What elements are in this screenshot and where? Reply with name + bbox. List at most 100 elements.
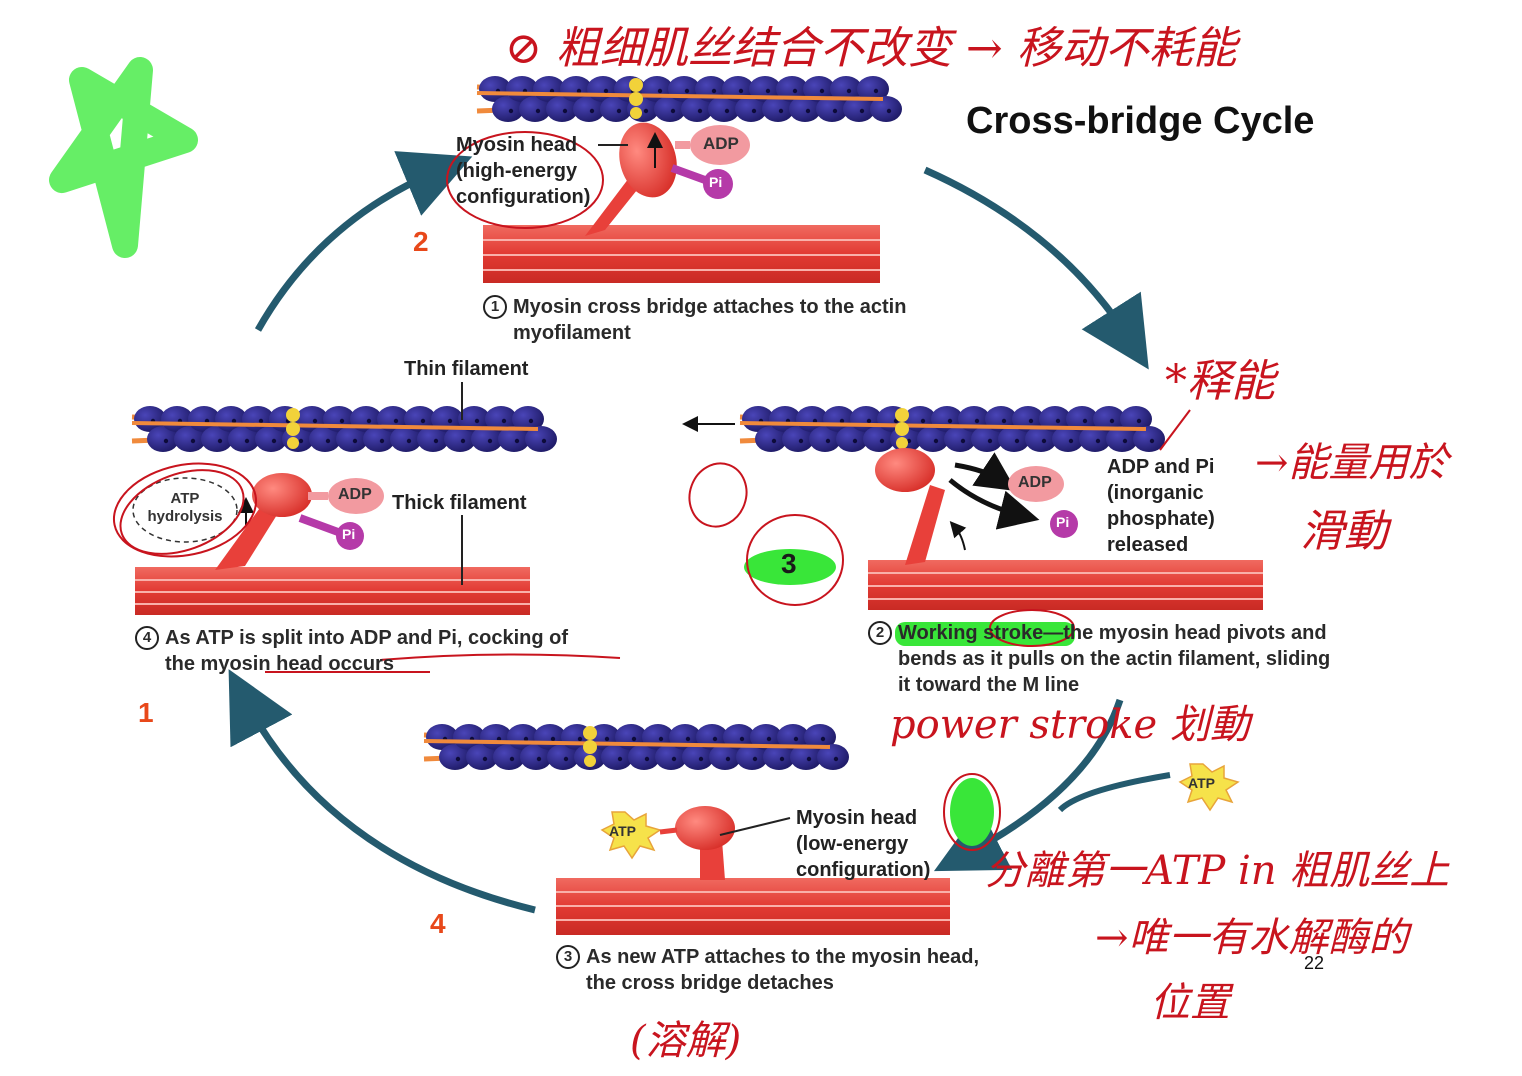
actin-bead xyxy=(804,724,836,750)
actin-bead-dot xyxy=(271,438,277,444)
actin-bead-dot xyxy=(684,88,690,94)
actin-bead-dot xyxy=(616,108,622,114)
actin-bead-dot xyxy=(752,756,758,762)
cycle-arrow-2-to-3 xyxy=(923,166,1149,370)
released-label: ADP and Pi (inorganic phosphate) release… xyxy=(1107,454,1215,558)
handwriting-right-2: →能量用於 xyxy=(1255,440,1449,486)
released-label-line1: ADP and Pi xyxy=(1107,456,1215,478)
actin-bead xyxy=(681,96,713,122)
actin-bead xyxy=(1079,426,1111,452)
actin-bead-dot xyxy=(379,438,385,444)
stage4-pi-bubble xyxy=(336,522,364,550)
stage2-thin-filament xyxy=(739,406,1165,452)
stage2-pi-bubble xyxy=(1050,510,1078,538)
actin-bead-dot xyxy=(1109,418,1115,424)
released-label-line2: (inorganic xyxy=(1107,482,1204,504)
actin-bead xyxy=(777,724,809,750)
stage2-num-circle: 2 xyxy=(868,621,892,645)
released-label-line4: released xyxy=(1107,534,1189,556)
stage4-thick-filament xyxy=(135,567,530,615)
actin-bead xyxy=(782,426,814,452)
actin-bead-dot xyxy=(1082,418,1088,424)
actin-bead xyxy=(466,744,498,770)
actin-bead-dot xyxy=(562,108,568,114)
troponin xyxy=(629,92,643,106)
ink-circle-stroke xyxy=(989,609,1075,647)
actin-bead xyxy=(147,426,179,452)
actin-bead xyxy=(816,96,848,122)
pi-release-arrow xyxy=(948,478,1040,530)
actin-bead xyxy=(1025,426,1057,452)
actin-bead xyxy=(431,406,463,432)
actin-bead xyxy=(1093,406,1125,432)
actin-bead xyxy=(439,744,471,770)
handwriting-bottom-right-3: 位置 xyxy=(1150,980,1230,1026)
actin-bead-dot xyxy=(712,736,718,742)
actin-bead xyxy=(857,76,889,102)
actin-bead-dot xyxy=(406,438,412,444)
stage4-num-circle: 4 xyxy=(135,626,159,650)
stage3-thick-filament xyxy=(556,878,950,935)
actin-bead xyxy=(998,426,1030,452)
tropomyosin-strand xyxy=(476,91,884,101)
actin-bead xyxy=(479,76,511,102)
ink-circle-myosin-head xyxy=(446,131,604,229)
actin-bead-dot xyxy=(1136,418,1142,424)
actin-bead-dot xyxy=(1014,438,1020,444)
handwriting-power-stroke: power stroke 划動 xyxy=(890,702,1250,748)
actin-bead xyxy=(309,426,341,452)
actin-bead xyxy=(134,406,166,432)
actin-bead-dot xyxy=(577,736,583,742)
actin-bead xyxy=(1120,406,1152,432)
actin-bead-dot xyxy=(474,418,480,424)
actin-bead-dot xyxy=(1001,418,1007,424)
actin-bead xyxy=(336,426,368,452)
actin-bead-dot xyxy=(658,736,664,742)
actin-bead-dot xyxy=(778,108,784,114)
actin-bead-dot xyxy=(1068,438,1074,444)
ink-arrow-to-release xyxy=(1159,409,1191,451)
actin-bead-dot xyxy=(1149,438,1155,444)
atp-incoming-arrow xyxy=(1057,772,1171,813)
actin-bead-dot xyxy=(460,438,466,444)
thin-filament-label: Thin filament xyxy=(404,358,529,380)
stage3-head-label: Myosin head (low-energy configuration) xyxy=(796,805,930,883)
actin-bead-dot xyxy=(671,756,677,762)
incoming-atp-label: ATP xyxy=(1188,775,1215,791)
actin-bead xyxy=(723,724,755,750)
actin-bead xyxy=(789,96,821,122)
thick-filament-label: Thick filament xyxy=(392,492,527,514)
actin-bead-dot xyxy=(631,736,637,742)
actin-bead-dot xyxy=(420,418,426,424)
actin-bead xyxy=(363,426,395,452)
actin-bead xyxy=(735,96,767,122)
slide-number: 22 xyxy=(1304,953,1325,973)
actin-bead xyxy=(917,426,949,452)
actin-bead-dot xyxy=(839,418,845,424)
actin-bead-dot xyxy=(617,756,623,762)
actin-bead xyxy=(709,744,741,770)
actin-bead xyxy=(750,724,782,750)
stage2-caption-line3: it toward the M line xyxy=(898,674,1080,696)
actin-bead-dot xyxy=(1122,438,1128,444)
actin-bead-dot xyxy=(576,88,582,94)
actin-bead xyxy=(471,426,503,452)
stage1-caption-line2: myofilament xyxy=(513,322,631,344)
actin-bead xyxy=(742,406,774,432)
actin-bead xyxy=(628,744,660,770)
troponin xyxy=(629,78,643,92)
actin-bead-dot xyxy=(604,736,610,742)
stage1-myosin-head xyxy=(585,122,677,236)
actin-bead xyxy=(863,426,895,452)
actin-bead-dot xyxy=(563,756,569,762)
ink-circle-hydrolysis-2 xyxy=(119,469,245,555)
actin-bead xyxy=(682,744,714,770)
actin-bead-dot xyxy=(509,756,515,762)
handwriting-bottom-right-2: →唯一有水解酶的 xyxy=(1095,915,1409,961)
actin-bead-dot xyxy=(751,108,757,114)
actin-bead xyxy=(546,96,578,122)
actin-bead-dot xyxy=(433,438,439,444)
actin-bead-dot xyxy=(482,756,488,762)
